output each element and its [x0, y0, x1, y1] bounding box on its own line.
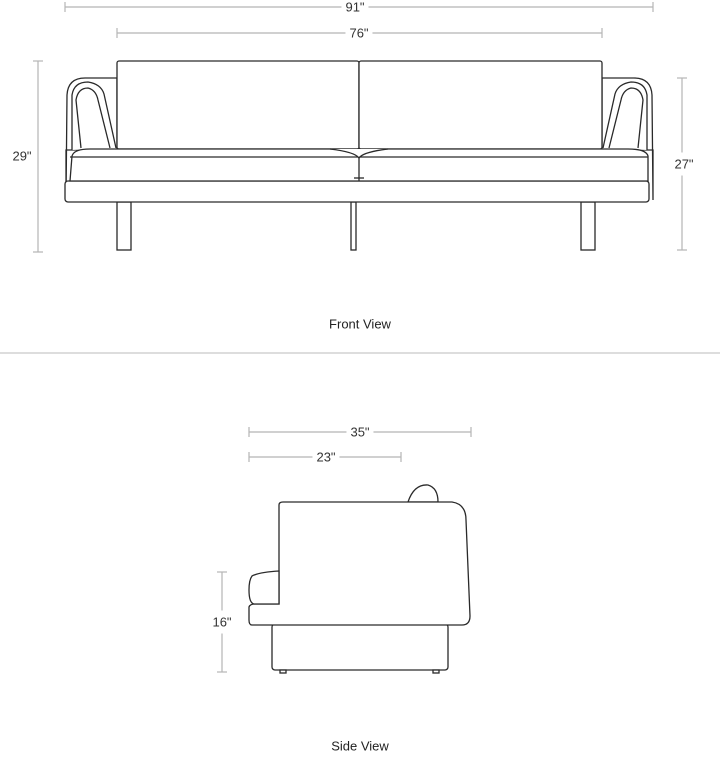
- arm-height-label: 27": [672, 152, 696, 176]
- overall-height-label: 29": [10, 144, 34, 168]
- side-view-caption: Side View: [331, 738, 389, 754]
- seat-depth-label: 23": [312, 449, 340, 465]
- overall-width-label: 91": [341, 0, 369, 15]
- front-view-caption: Front View: [329, 316, 391, 332]
- sofa-front: [64, 60, 654, 251]
- inner-width-label: 76": [345, 25, 373, 41]
- dimension-29: [33, 60, 43, 253]
- sofa-side: [248, 484, 471, 674]
- seat-height-label: 16": [210, 610, 234, 634]
- overall-depth-label: 35": [346, 424, 374, 440]
